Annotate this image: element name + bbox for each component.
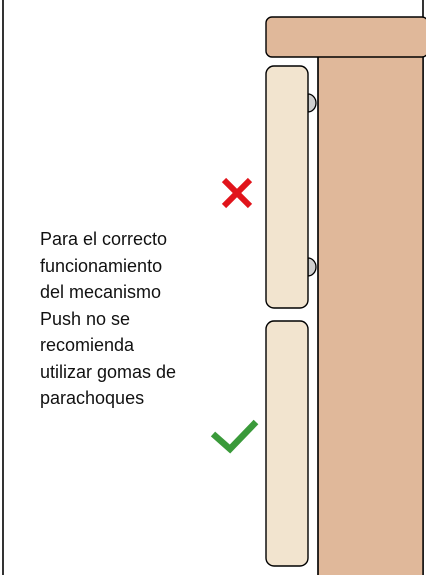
door-panel-correct	[265, 320, 309, 567]
note-line: utilizar gomas de	[40, 361, 177, 382]
countertop	[265, 16, 426, 58]
note-line: Push no se	[40, 308, 131, 329]
cross-mark-icon	[221, 177, 253, 209]
cabinet-side-panel	[317, 55, 424, 575]
note-line: funcionamiento	[40, 255, 163, 276]
door-panel-incorrect	[265, 65, 309, 309]
note-line: recomienda	[40, 335, 135, 355]
bumper-top	[307, 93, 317, 113]
bumper-bottom	[307, 257, 317, 277]
check-mark-icon	[210, 419, 259, 454]
note-line: parachoques	[40, 388, 145, 408]
note-line: Para el correcto	[40, 229, 168, 249]
recommendation-note: Para el correcto funcionamiento del meca…	[40, 226, 230, 412]
note-line: del mecanismo	[40, 282, 162, 302]
